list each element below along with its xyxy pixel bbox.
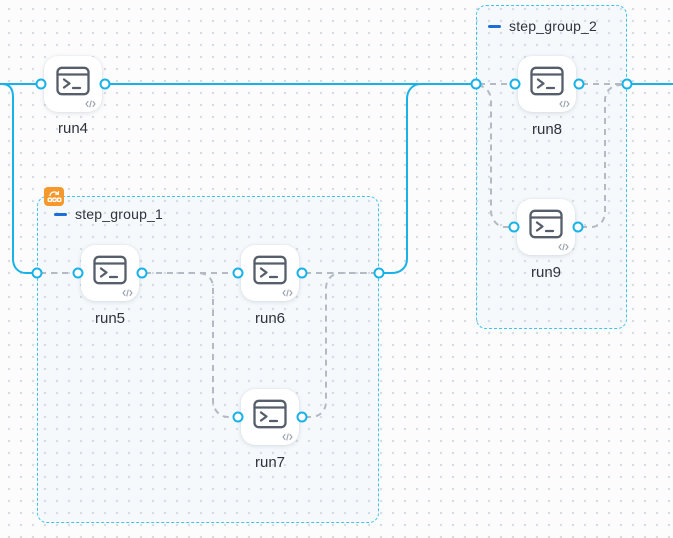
- node-run5[interactable]: [81, 245, 139, 301]
- node-run7-label: run7: [254, 454, 286, 471]
- group-2-title: step_group_2: [509, 18, 598, 34]
- node-run4-label: run4: [57, 120, 89, 137]
- node-run5-label: run5: [94, 310, 126, 327]
- terminal-icon: [253, 399, 287, 429]
- port-run5-in[interactable]: [72, 267, 84, 279]
- port-run8-in[interactable]: [509, 78, 521, 90]
- edge-group1-group2[interactable]: [380, 83, 474, 274]
- port-run9-in[interactable]: [508, 221, 520, 233]
- port-group2-in[interactable]: [470, 78, 482, 90]
- port-run7-out[interactable]: [296, 411, 308, 423]
- code-icon: [282, 289, 293, 297]
- edge-inbound-group1[interactable]: [1, 83, 35, 274]
- node-run8-label: run8: [531, 121, 563, 138]
- terminal-icon: [530, 66, 564, 96]
- node-run8[interactable]: [518, 56, 576, 112]
- collapse-group-1-button[interactable]: [54, 212, 67, 216]
- port-run8-out[interactable]: [573, 78, 585, 90]
- code-icon: [122, 289, 133, 297]
- node-run4[interactable]: [44, 56, 102, 112]
- edge-group2in-run9[interactable]: [477, 84, 509, 228]
- port-run9-out[interactable]: [572, 221, 584, 233]
- node-run6-label: run6: [254, 310, 286, 327]
- port-run6-out[interactable]: [296, 267, 308, 279]
- code-icon: [558, 243, 569, 251]
- code-icon: [85, 100, 96, 108]
- node-run6[interactable]: [241, 245, 299, 301]
- code-icon: [282, 433, 293, 441]
- port-group1-out[interactable]: [373, 267, 385, 279]
- port-run4-out[interactable]: [99, 78, 111, 90]
- port-group2-out[interactable]: [621, 78, 633, 90]
- node-run7[interactable]: [241, 389, 299, 445]
- code-icon: [559, 100, 570, 108]
- port-run4-in[interactable]: [35, 78, 47, 90]
- port-run7-in[interactable]: [232, 411, 244, 423]
- node-run9-label: run9: [530, 264, 562, 281]
- terminal-icon: [529, 209, 563, 239]
- edge-run7-group1out[interactable]: [305, 272, 376, 418]
- group-step-group-1[interactable]: step_group_1: [37, 196, 379, 523]
- node-run9[interactable]: [517, 199, 575, 255]
- port-run6-in[interactable]: [232, 267, 244, 279]
- terminal-icon: [93, 255, 127, 285]
- edge-run5-run7[interactable]: [145, 272, 234, 418]
- group-1-title: step_group_1: [75, 206, 164, 222]
- terminal-icon: [56, 66, 90, 96]
- loop-batch-icon[interactable]: [44, 187, 64, 206]
- edge-run9-group2out[interactable]: [581, 83, 625, 228]
- port-run5-out[interactable]: [136, 267, 148, 279]
- port-group1-in[interactable]: [31, 267, 43, 279]
- collapse-group-2-button[interactable]: [488, 24, 501, 28]
- terminal-icon: [253, 255, 287, 285]
